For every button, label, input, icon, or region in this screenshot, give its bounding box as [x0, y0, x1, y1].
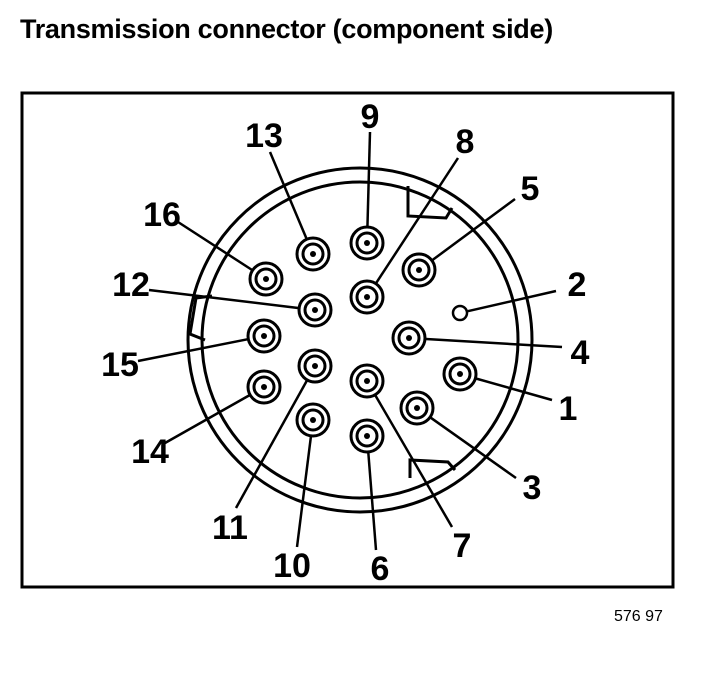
pin-label-8: 8	[456, 123, 475, 161]
leader-line-6	[367, 452, 378, 551]
locating-key-bottom	[408, 458, 457, 478]
pin-label-10: 10	[273, 547, 311, 585]
leader-line-5	[431, 197, 516, 261]
figure-reference: 576 97	[614, 608, 663, 625]
leader-line-9	[366, 131, 372, 227]
leader-line-8	[375, 157, 460, 284]
pin-6	[349, 418, 385, 454]
pin-11	[297, 348, 333, 384]
pin-10	[295, 402, 331, 438]
pin-9	[349, 225, 385, 261]
pin-label-15: 15	[101, 346, 139, 384]
pin-5	[401, 252, 437, 288]
leader-lines	[137, 131, 563, 551]
diagram-title: Transmission connector (component side)	[20, 14, 553, 44]
pin-label-13: 13	[245, 117, 283, 155]
locating-key-top	[406, 186, 454, 220]
pin-label-16: 16	[143, 196, 181, 234]
leader-line-11	[234, 380, 308, 509]
pin-label-14: 14	[131, 433, 169, 471]
pin-label-3: 3	[523, 469, 542, 507]
pin-8	[349, 279, 385, 315]
leader-line-15	[137, 338, 248, 363]
leader-line-16	[177, 220, 253, 271]
pin-7	[349, 363, 385, 399]
pin-2	[451, 304, 469, 322]
pin-label-11: 11	[212, 509, 248, 547]
diagram-frame	[20, 91, 675, 589]
leader-line-1	[476, 377, 553, 402]
pin-3	[399, 390, 435, 426]
leader-line-3	[430, 416, 517, 480]
pin-14	[246, 369, 282, 405]
leader-line-14	[164, 394, 250, 445]
leader-line-12	[148, 288, 299, 310]
pin-label-4: 4	[571, 334, 590, 372]
pin-label-6: 6	[371, 550, 390, 588]
pin-12	[297, 292, 333, 328]
connector-housing	[186, 166, 534, 514]
pin-label-1: 1	[559, 390, 578, 428]
pin-1	[442, 356, 478, 392]
leader-line-2	[467, 289, 557, 313]
pin-contacts	[246, 225, 478, 454]
pin-4	[391, 320, 427, 356]
leader-line-13	[268, 151, 308, 239]
connector-outer-ring	[186, 166, 534, 514]
pin-13	[295, 236, 331, 272]
pin-label-2: 2	[568, 266, 587, 304]
leader-line-7	[374, 395, 454, 528]
pin-label-7: 7	[453, 527, 472, 565]
pin-15	[246, 318, 282, 354]
pin-label-12: 12	[112, 266, 150, 304]
pin-16	[248, 261, 284, 297]
pin-label-5: 5	[521, 170, 540, 208]
leader-line-4	[425, 337, 563, 349]
pin-label-9: 9	[361, 98, 380, 136]
leader-line-10	[295, 436, 313, 548]
